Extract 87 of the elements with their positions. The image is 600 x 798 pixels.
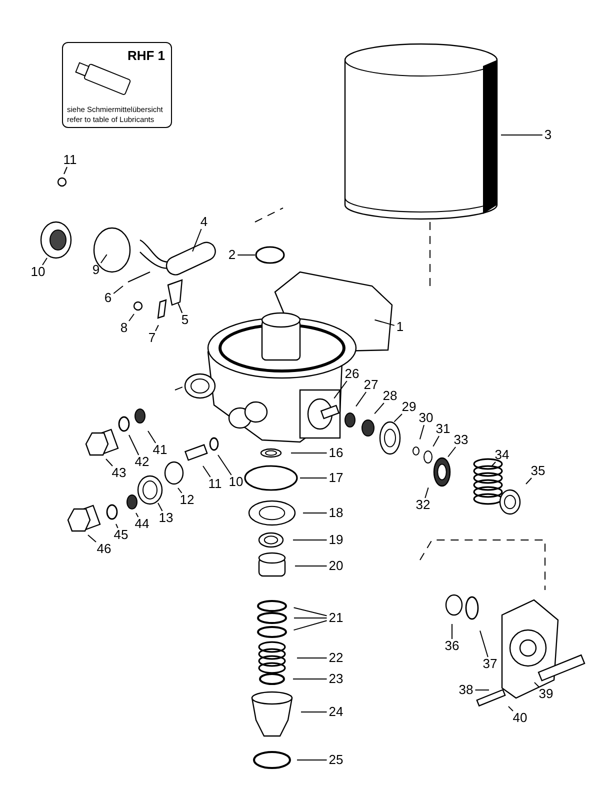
leader-line [526,478,532,484]
callout-number: 46 [96,542,112,556]
callout-number: 7 [148,331,156,345]
leader-line [42,258,48,266]
leader-line [293,620,328,631]
callout-number: 6 [104,291,112,305]
callout-number: 22 [328,651,344,665]
callout-number: 19 [328,533,344,547]
leader-line [292,678,328,680]
leader-line [500,134,543,136]
callout-number: 18 [328,506,344,520]
callout-number: 2 [228,248,236,262]
callout-number: 38 [458,683,474,697]
callout-number: 28 [382,389,398,403]
callout-number: 24 [328,705,344,719]
callout-number: 3 [544,128,552,142]
leader-line [448,446,456,458]
leader-line [480,630,488,658]
callout-number: 40 [512,711,528,725]
callout-number: 25 [328,753,344,767]
leader-line [64,166,68,174]
leader-line [290,452,328,454]
leader-line [192,228,202,252]
leader-line [302,512,328,514]
callout-number: 4 [200,215,208,229]
callout-number: 23 [328,672,344,686]
callout-number: 42 [134,455,150,469]
leader-line [136,512,139,518]
leader-line [155,324,159,332]
leader-line [218,454,232,476]
leader-line [394,414,402,422]
callout-number: 9 [92,263,100,277]
leader-line [534,682,540,688]
callout-number: 10 [30,265,46,279]
leader-line [508,706,514,712]
callout-number: 45 [114,528,128,542]
leader-line [202,466,211,478]
callout-number: 44 [134,517,150,531]
callout-number: 12 [180,493,194,507]
leader-line [113,286,124,294]
leader-line [106,458,113,466]
leader-line [432,436,440,447]
leader-line [424,487,429,498]
leader-line [237,254,256,256]
callout-number: 8 [120,321,128,335]
leader-line [88,534,96,542]
callout-number: 37 [482,657,498,671]
callout-number: 43 [112,466,126,480]
leader-line [293,607,328,616]
callout-number: 41 [152,443,168,457]
leader-line [158,502,163,512]
callout-number: 31 [436,422,450,436]
callout-number: 5 [181,313,189,327]
leader-line [148,430,156,444]
callout-number: 16 [328,446,344,460]
callout-number: 27 [364,378,378,392]
leader-line [374,402,384,414]
leader-line [178,302,183,314]
callout-number: 29 [402,400,416,414]
leader-line [100,254,108,264]
callout-number: 26 [344,367,360,381]
leader-line [178,488,182,494]
callout-number: 10 [228,475,244,489]
leader-line [334,380,348,399]
callout-number: 20 [328,559,344,573]
callout-number: 35 [530,464,546,478]
callout-number: 21 [328,611,344,625]
lubricant-code: RHF 1 [127,49,165,62]
lubricant-note-box [62,42,172,128]
leader-line [116,524,118,528]
leader-line [491,462,496,466]
callout-number: 17 [328,471,344,485]
leader-line [128,434,140,456]
callout-number: 11 [63,153,77,167]
leader-line [374,319,395,326]
callout-number: 30 [418,411,434,425]
leader-line [419,424,424,440]
leader-line [356,392,367,407]
callout-number: 36 [444,639,460,653]
leader-line [128,314,134,322]
callout-number: 39 [538,687,554,701]
callout-number: 34 [494,448,510,462]
callout-number: 13 [158,511,174,525]
callout-number: 11 [208,477,222,491]
callout-number: 32 [416,498,430,512]
callout-number: 33 [454,433,468,447]
callout-number: 1 [396,320,404,334]
